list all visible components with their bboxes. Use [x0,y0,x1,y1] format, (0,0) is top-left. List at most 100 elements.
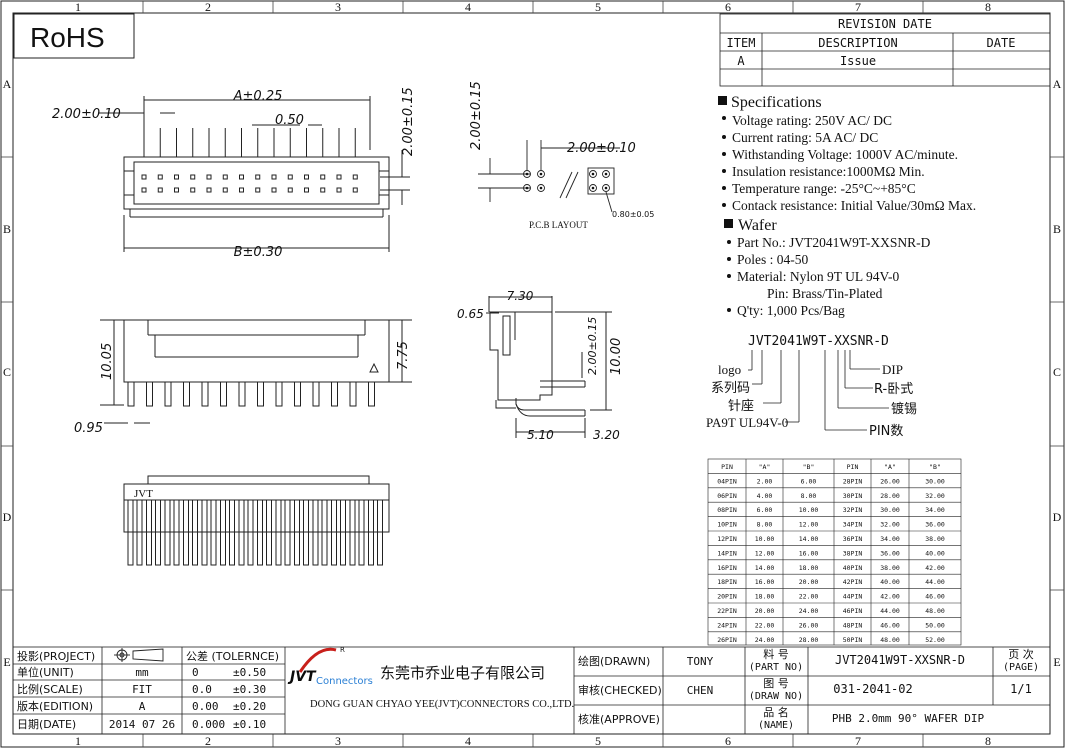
pin-table-cell: 8.00 [757,521,773,529]
tolerance-title: 公差 (TOLERNCE) [186,649,279,663]
front-view-pin [368,381,375,407]
pcb-hole [525,172,529,176]
title-block [12,646,1051,735]
pin-table-cell: 48.00 [880,636,900,644]
pin-table-cell: 22.00 [799,593,819,601]
front-view-pin [164,381,172,407]
pin-table-cell: 26PIN [717,636,737,644]
bottom-view-pin [312,499,319,566]
dim-front-h1: 10.05 [100,343,115,380]
top-view-pin-square [190,187,196,193]
page-label-en: (PAGE) [1003,662,1039,673]
wafer-item: Material: Nylon 9T UL 94V-0 [737,269,899,284]
pin-table-cell: 14.00 [755,564,775,572]
pin-table-cell: 34.00 [925,506,945,514]
scale-value: FIT [132,683,152,696]
bottom-view-pin [220,499,226,566]
pin-table-cell: 40.00 [880,578,900,586]
bottom-view-pin [294,499,300,566]
spec-item: Voltage rating: 250V AC/ DC [732,113,892,128]
scale-label: 比例(SCALE) [17,682,83,696]
bottom-view-pins [127,499,383,566]
row-label-right-c: C [1053,365,1061,379]
col-label-bottom-3: 3 [335,734,341,748]
pin-table [707,458,962,646]
top-view-pin-square [336,187,342,193]
partno-value: JVT2041W9T-XXSNR-D [835,653,965,667]
pin-table-cell: 36.00 [880,549,900,557]
top-view-pin-square [287,174,293,180]
pcb-layout-title: P.C.B LAYOUT [529,220,588,230]
drawno-label-cn: 图 号 [763,677,789,690]
pin-table-cell: 08PIN [717,506,737,514]
front-view-pin [146,381,153,407]
bottom-view-pin [340,499,346,566]
top-view-pin-square [352,187,358,193]
dim-front-pin: 0.95 [74,421,103,436]
top-view-pin-square [206,174,212,180]
dim-side-h: 10.00 [609,338,624,375]
dim-top-pitch: 2.00±0.10 [52,107,121,122]
pin-table-cell: 30.00 [880,506,900,514]
drawn-label: 绘图(DRAWN) [578,654,650,668]
col-label-bottom-6: 6 [725,734,731,748]
spec-item: Temperature range: -25°C~+85°C [732,181,916,196]
row-label-right-e: E [1053,655,1060,669]
front-view [100,319,412,424]
pin-table-cell: 20PIN [717,593,737,601]
front-view-pin [294,381,301,407]
row-label-right-b: B [1053,222,1061,236]
tolerance-value: ±0.30 [233,683,266,696]
revision-header-date: DATE [987,36,1016,50]
page-label-cn: 页 次 [1008,647,1034,661]
side-view [486,296,612,438]
bottom-view-pin [303,499,309,566]
date-value: 2014 07 26 [109,718,175,731]
page-value: 1/1 [1010,682,1032,696]
pcb-hole [539,172,543,176]
pin-table-cell: 42.00 [880,593,900,601]
bottom-view-pin [210,499,217,566]
pin-table-header: PIN [847,463,859,471]
zone-labels: 1 2 3 4 5 6 7 8 1 2 3 4 5 6 7 8 A B C D … [3,0,1062,748]
revision-item: A [737,54,745,68]
front-view-pin [257,381,264,407]
pin-table-cell: 12PIN [717,535,737,543]
wafer-item: Q'ty: 1,000 Pcs/Bag [737,303,845,318]
pcb-hole [604,186,608,190]
pin-table-cell: 22.00 [755,621,775,629]
pin-table-cell: 06PIN [717,492,737,500]
pin-table-cell: 14PIN [717,549,737,557]
col-label-top-1: 1 [75,0,81,14]
wafer-item: Part No.: JVT2041W9T-XXSNR-D [737,235,931,250]
bottom-view-pin [331,499,337,566]
pin-table-header: "B" [929,463,941,471]
bottom-view-pin [136,499,143,566]
revision-header-item: ITEM [727,36,756,50]
col-label-bottom-5: 5 [595,734,601,748]
bottom-view [123,475,390,566]
col-label-top-2: 2 [205,0,211,14]
pin-table-cell: 48PIN [843,621,863,629]
company-name-en: DONG GUAN CHYAO YEE(JVT)CONNECTORS CO.,L… [310,699,574,710]
pin-table-cell: 20.00 [799,578,819,586]
top-view-pin-square [255,174,261,180]
revision-title: REVISION DATE [838,17,932,31]
pin-table-cell: 44.00 [880,607,900,615]
top-view-pin-square [174,174,179,180]
bottom-view-pin [192,499,198,566]
specifications-block: Specifications Voltage rating: 250V AC/ … [718,94,976,318]
unit-label: 单位(UNIT) [17,665,74,679]
code-label-material: PA9T UL94V-0 [706,415,788,430]
pin-table-cell: 46PIN [843,607,863,615]
bottom-view-pin [358,499,365,566]
pin-table-cell: 38.00 [925,535,945,543]
top-view-pin-square [271,187,277,193]
pin-table-cell: 40PIN [843,564,863,572]
pin-table-cell: 24PIN [717,621,737,629]
top-view-pin-square [352,174,358,180]
dim-pcb-v: 2.00±0.15 [469,81,484,150]
pin-table-cell: 10.00 [799,506,819,514]
logo-registered-mark: R [340,646,345,654]
pin-table-cell: 50PIN [843,636,863,644]
